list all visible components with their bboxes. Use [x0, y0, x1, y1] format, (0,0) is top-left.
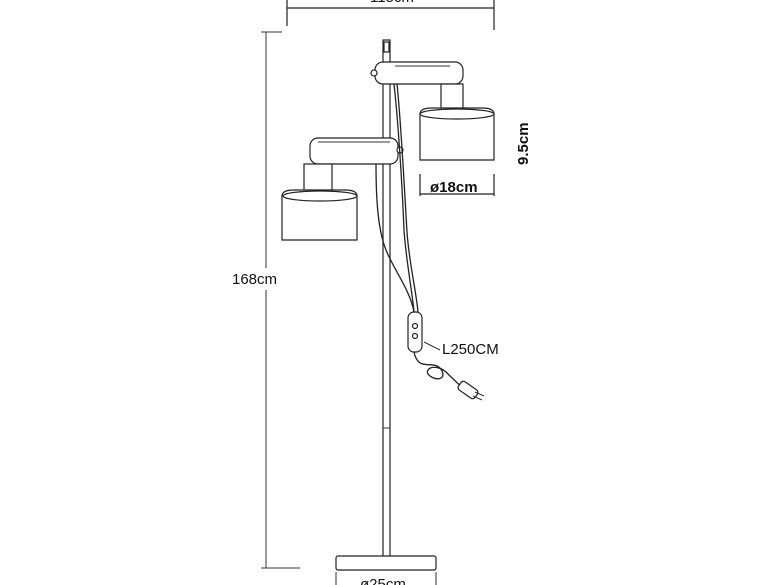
upper-shade: [419, 83, 495, 161]
base-diameter-dimension: ø25cm: [335, 572, 437, 585]
lamp-pole: [382, 39, 391, 559]
shade-diameter-label: ø18cm: [430, 179, 478, 196]
upper-arm: [370, 61, 464, 85]
power-plug: [457, 380, 485, 401]
lower-arm: [309, 137, 404, 165]
height-dimension: 168cm: [232, 31, 300, 569]
cable-length-label: L250CM: [442, 341, 499, 358]
shade-diameter-dimension: ø18cm: [419, 174, 495, 196]
shade-height-label: 9.5cm: [515, 122, 532, 165]
inline-switch: [407, 311, 423, 353]
cable-length-callout: L250CM: [423, 341, 499, 358]
base-diameter-label: ø25cm: [360, 576, 406, 585]
height-label: 168cm: [232, 271, 277, 288]
width-label: 115cm: [370, 0, 414, 6]
lamp-base: [335, 555, 437, 571]
power-cable: [375, 83, 469, 393]
top-width-dimension: 115cm: [286, 0, 495, 30]
lower-shade: [281, 163, 358, 241]
shade-height-dimension: 9.5cm: [515, 122, 532, 165]
